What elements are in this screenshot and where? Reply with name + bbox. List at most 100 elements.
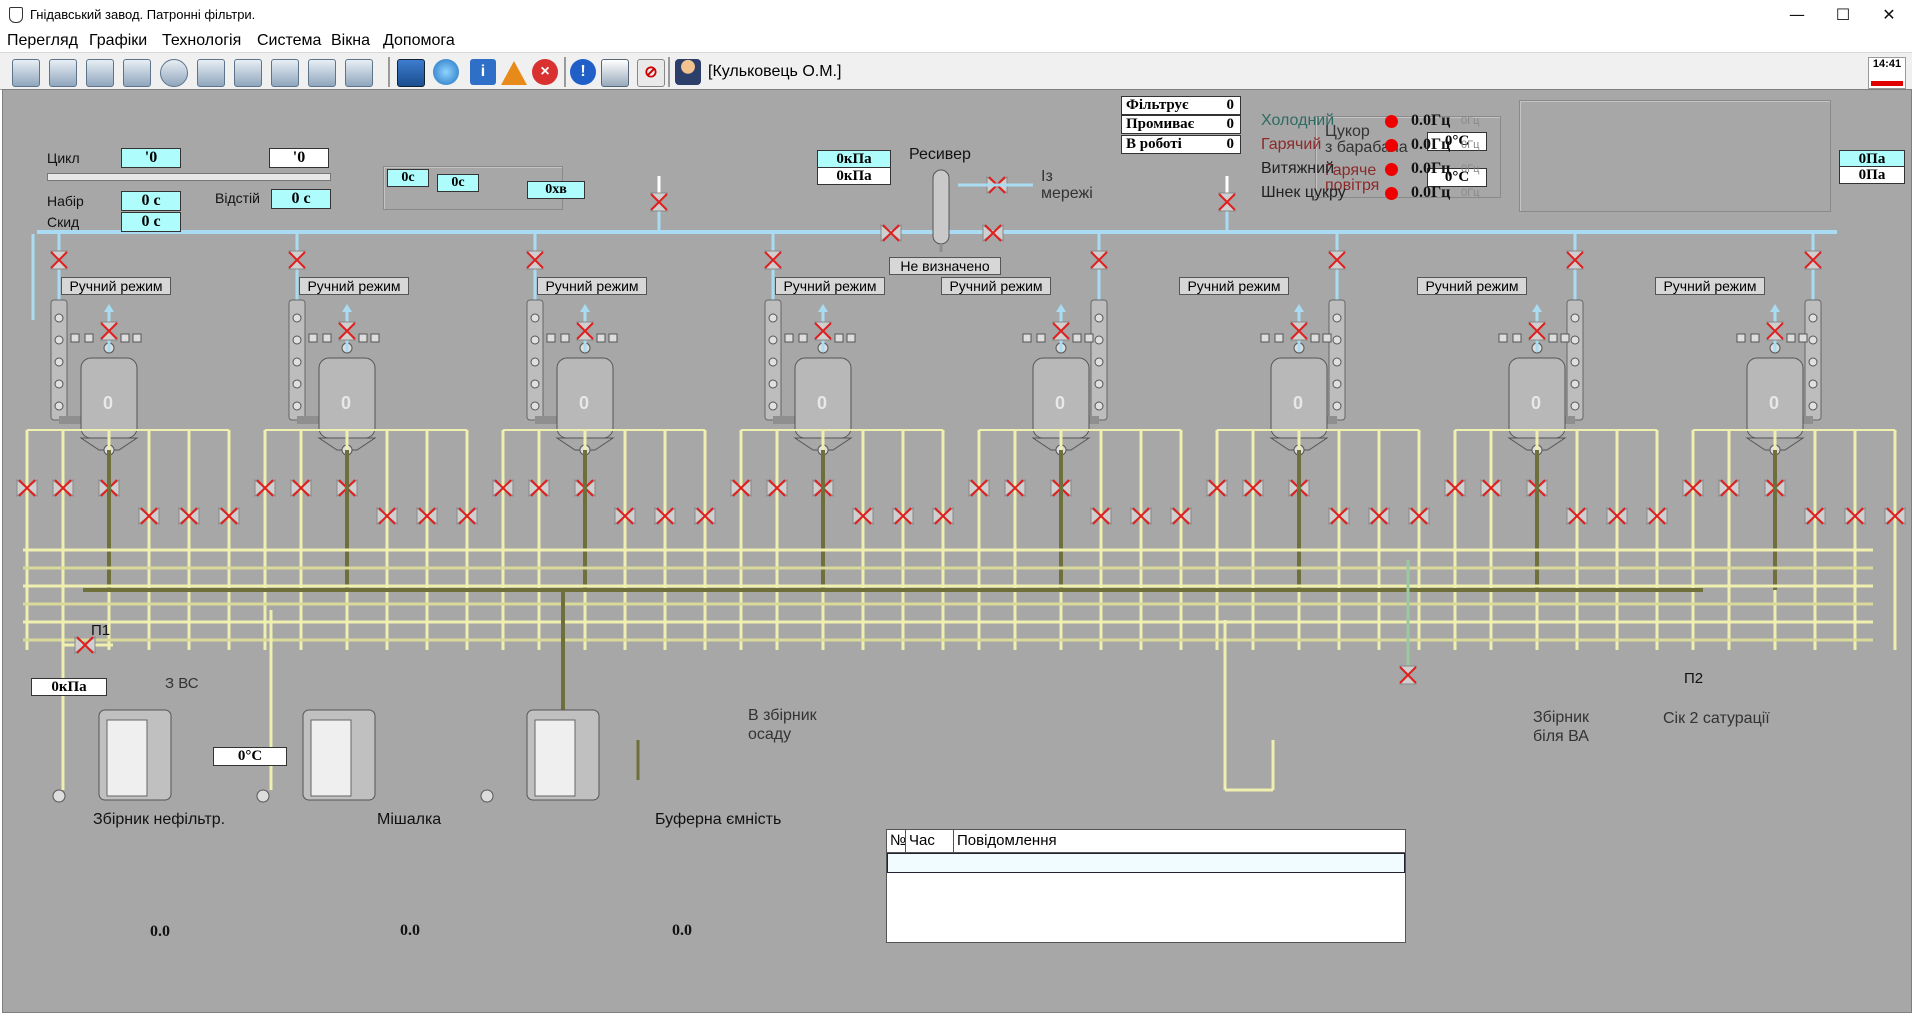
fan-2-value: 0.0Гц — [1411, 136, 1451, 153]
tank1-level-window — [106, 719, 148, 797]
menu-system[interactable]: Система — [257, 32, 322, 49]
filter-1-mode-button[interactable]: Ручний режим — [61, 277, 171, 295]
col-message[interactable]: Повідомлення — [957, 832, 1057, 849]
minimize-button[interactable]: — — [1789, 5, 1805, 24]
vessel-icon[interactable] — [197, 59, 225, 87]
column-port — [530, 357, 540, 367]
tank-icon[interactable] — [160, 59, 188, 87]
hot-air-label: Гаряче повітря — [1325, 162, 1380, 194]
filter-7-valve-1-cross — [1446, 479, 1464, 497]
filter-7-level: 0 — [1531, 393, 1542, 413]
filter-4-mode-button[interactable]: Ручний режим — [775, 277, 885, 295]
filter-6-valve-2-cross — [1244, 479, 1262, 497]
filter-7-mode-button[interactable]: Ручний режим — [1417, 277, 1527, 295]
user-icon[interactable] — [675, 59, 701, 85]
column-port — [530, 313, 540, 323]
filter-8-level: 0 — [1769, 393, 1780, 413]
menu-technology[interactable]: Технологія — [162, 32, 242, 49]
maximize-button[interactable]: ☐ — [1835, 5, 1851, 24]
column-port — [1332, 335, 1342, 345]
info-icon[interactable]: i — [470, 59, 496, 85]
sync-icon[interactable] — [433, 59, 459, 85]
filter-sat-icon[interactable] — [123, 59, 151, 87]
menu-view[interactable]: Перегляд — [7, 32, 79, 49]
status-washing-label: Промиває — [1126, 116, 1195, 132]
filter-indicator — [1310, 333, 1320, 343]
filter-6-mode-button[interactable]: Ручний режим — [1179, 277, 1289, 295]
column-port — [1570, 313, 1580, 323]
filter-indicator — [1036, 333, 1046, 343]
filter-1-icon[interactable] — [12, 59, 40, 87]
column-port — [54, 379, 64, 389]
col-time[interactable]: Час — [909, 832, 935, 849]
filter-8-valve-4-cross — [1806, 507, 1824, 525]
column-port — [1808, 357, 1818, 367]
menu-bar: Перегляд Графіки Технологія Система Вікн… — [0, 30, 1912, 52]
receiver-inlet-valve-cross — [882, 224, 900, 242]
messages-table[interactable]: № Час Повідомлення — [886, 829, 1406, 943]
tank2-level-window — [310, 719, 352, 797]
column-port — [1808, 379, 1818, 389]
column-port — [530, 335, 540, 345]
process-diagram — [16, 169, 1906, 803]
stop-icon[interactable]: × — [532, 59, 558, 85]
column-port — [1570, 401, 1580, 411]
mute-icon[interactable]: ⊘ — [637, 59, 665, 87]
filter-5-mode-button[interactable]: Ручний режим — [941, 277, 1051, 295]
vent-arrow — [818, 304, 828, 312]
filter-indicator — [370, 333, 380, 343]
filter-6-valve-6-cross — [1410, 507, 1428, 525]
filter-5-valve-1-cross — [970, 479, 988, 497]
filter-indicator — [1750, 333, 1760, 343]
settle-value: 0 с — [271, 189, 331, 209]
filter-8-mode-button[interactable]: Ручний режим — [1655, 277, 1765, 295]
filter-se-icon[interactable] — [345, 59, 373, 87]
fan-4-setpoint: 0Гц — [1461, 187, 1480, 199]
filter-6-valve-5-cross — [1370, 507, 1388, 525]
receiver-state[interactable]: Не визначено — [889, 257, 1001, 275]
filter-indicator — [308, 333, 318, 343]
filter-2-icon[interactable] — [49, 59, 77, 87]
filter-8-valve-1-cross — [1684, 479, 1702, 497]
filter-2-mode-button[interactable]: Ручний режим — [299, 277, 409, 295]
close-button[interactable]: ✕ — [1882, 5, 1896, 24]
filter-def-icon[interactable] — [86, 59, 114, 87]
column-port — [292, 401, 302, 411]
pump-2-icon[interactable] — [308, 59, 336, 87]
alert-icon[interactable]: ! — [570, 59, 596, 85]
pump-1-icon[interactable] — [271, 59, 299, 87]
vessel-2-icon[interactable] — [234, 59, 262, 87]
col-number[interactable]: № — [890, 832, 907, 849]
chart-icon[interactable] — [397, 59, 425, 87]
column-port — [1094, 379, 1104, 389]
tank2-pump — [256, 789, 270, 803]
column-port — [530, 379, 540, 389]
filter-6-valve-1-cross — [1208, 479, 1226, 497]
column-port — [1332, 357, 1342, 367]
filter-indicator — [1736, 333, 1746, 343]
menu-charts[interactable]: Графіки — [89, 32, 148, 49]
filter-8-valve-5-cross — [1846, 507, 1864, 525]
app-shield-icon — [9, 7, 23, 23]
fan-3-name: Витяжний — [1261, 160, 1335, 177]
right-pressure-2: 0Па — [1839, 166, 1905, 184]
filter-4-air-valve-cross — [764, 251, 782, 269]
filter-5-vent-valve-cross — [1052, 322, 1070, 340]
toolbar-separator — [388, 57, 390, 87]
warning-icon[interactable] — [501, 61, 527, 85]
filter-indicator — [846, 333, 856, 343]
column-port — [768, 313, 778, 323]
messages-selected-row[interactable] — [887, 853, 1405, 873]
column-port — [292, 313, 302, 323]
menu-windows[interactable]: Вікна — [331, 32, 370, 49]
menu-help[interactable]: Допомога — [383, 32, 455, 49]
p2-label: П2 — [1684, 670, 1704, 687]
timeline-t2: 0с — [437, 174, 479, 192]
column-port — [1570, 335, 1580, 345]
print-icon[interactable] — [601, 59, 629, 87]
filter-3-mode-button[interactable]: Ручний режим — [537, 277, 647, 295]
p1-pressure: 0кПа — [31, 678, 107, 696]
tank3-level-window — [534, 719, 576, 797]
drain-label: Скид — [47, 214, 80, 230]
